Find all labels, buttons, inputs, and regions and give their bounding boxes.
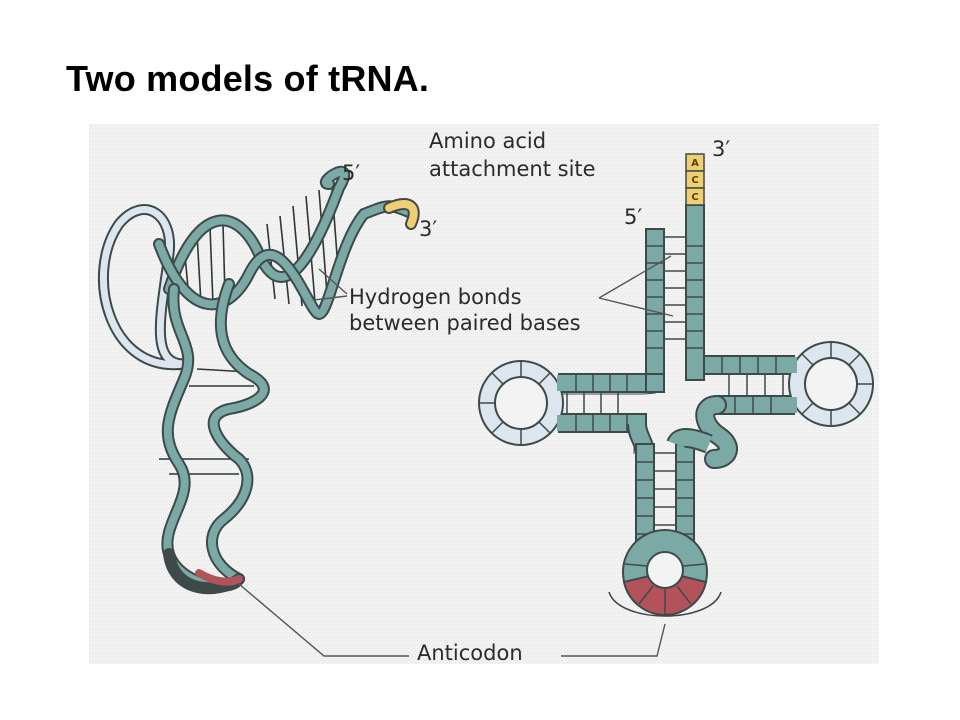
anticodon-join-right [677, 542, 693, 552]
three-prime-label-cloverleaf: 3′ [712, 137, 730, 161]
d-arm-join-top [557, 375, 563, 391]
hydrogen-bonds-label-line1: Hydrogen bonds [349, 285, 522, 309]
anticodon-join-left [637, 542, 653, 552]
five-prime-label-ribbon: 5′ [342, 161, 360, 185]
anticodon-label: Anticodon [417, 641, 523, 664]
ribbon-anticodon [195, 569, 243, 586]
ribbon-acceptor-tail [385, 200, 418, 228]
acceptor-stem-segments [646, 245, 704, 349]
d-arm-segments [566, 374, 628, 432]
ribbon-pale-loop [99, 206, 188, 369]
ribbon-model-3d [97, 165, 420, 595]
ribbon-strand-a [165, 167, 349, 293]
t-arm-upper-strand [703, 355, 795, 375]
hbond-leader-ribbon-2 [313, 295, 348, 301]
t-arm-join-bottom [789, 397, 797, 413]
cloverleaf-model: A C C [478, 153, 874, 617]
variable-loop [697, 397, 736, 467]
d-arm-join-bottom [557, 415, 563, 431]
hbond-leader-cloverleaf-1 [598, 255, 672, 299]
d-arm-upper-strand [558, 373, 647, 393]
ribbon-strand-d [208, 280, 268, 583]
t-loop-center [804, 357, 858, 411]
acceptor-base-label-a: A [691, 158, 699, 169]
anticodon-loop-segments [624, 563, 706, 614]
acceptor-base-label-c1: C [691, 175, 698, 186]
acceptor-stem-5prime [645, 228, 665, 380]
hbond-leader-cloverleaf-2 [598, 297, 674, 317]
anticodon-loop-center [646, 551, 684, 589]
amino-acid-label-line1: Amino acid [429, 129, 546, 153]
junction-upper-left [645, 373, 665, 393]
acceptor-base-c2 [685, 187, 705, 206]
hydrogen-bonds-label-line2: between paired bases [349, 311, 581, 335]
amino-acid-label-line2: attachment site [429, 157, 596, 181]
anticodon-bracket [608, 591, 722, 617]
d-loop-segments [479, 361, 551, 445]
acceptor-hydrogen-bonds [664, 236, 686, 340]
anticodon-leader-right [561, 623, 666, 657]
t-arm-segments [721, 356, 784, 414]
d-loop-center [494, 376, 548, 430]
acceptor-base-label-c2: C [691, 192, 698, 203]
anticodon-arm-right-join [668, 430, 712, 452]
t-arm-join-top [789, 357, 797, 373]
trna-diagram: A C C [89, 124, 879, 665]
ribbon-strand-b [155, 202, 413, 319]
t-loop-segments [801, 342, 873, 426]
trna-figure: A C C [89, 124, 879, 665]
hbond-leader-ribbon-1 [318, 268, 348, 295]
acceptor-stem-3prime [685, 204, 705, 381]
three-prime-label-ribbon: 3′ [419, 217, 437, 241]
t-arm-lower-strand [716, 395, 795, 415]
leader-lines [238, 255, 674, 657]
anticodon-stem-segments [636, 452, 694, 535]
five-prime-label-cloverleaf: 5′ [624, 205, 642, 229]
ribbon-strand-c [163, 285, 243, 590]
anticodon-leader-left [238, 583, 409, 657]
slide-title: Two models of tRNA. [66, 58, 430, 99]
